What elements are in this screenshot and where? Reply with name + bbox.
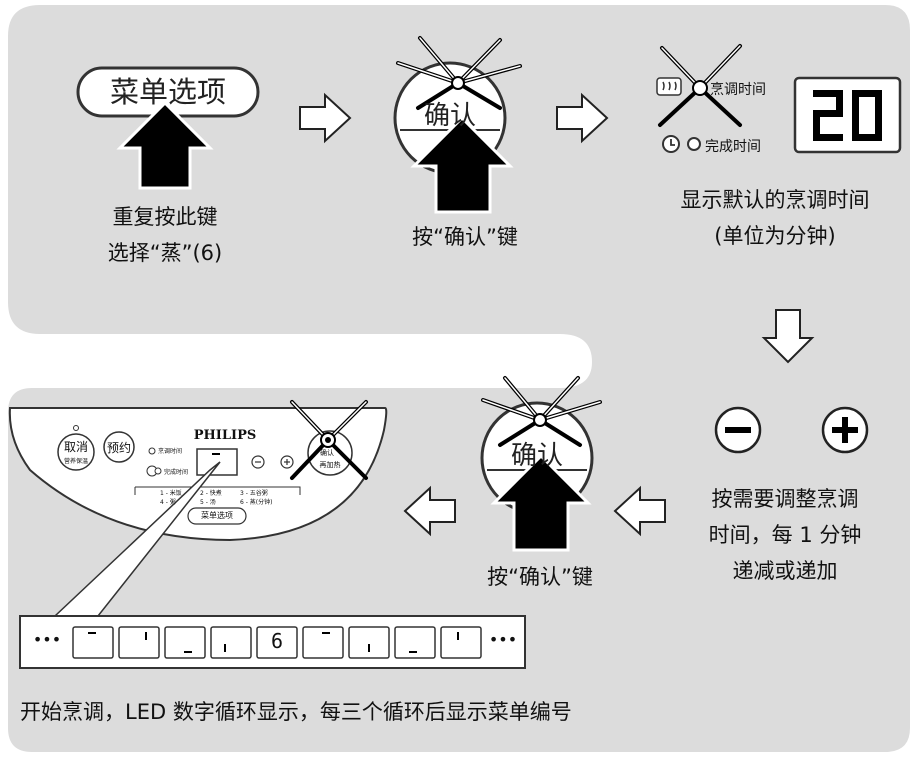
step3-caption-line2: (单位为分钟) <box>714 224 836 248</box>
right-arrow-icon <box>299 92 352 144</box>
menu-button-label: 菜单选项 <box>109 75 226 109</box>
background-panel <box>8 5 910 752</box>
step3-caption-line1: 显示默认的烹调时间 <box>680 188 870 212</box>
finish-time-label: 完成时间 <box>705 139 761 155</box>
strip-leading-dots: ••• <box>32 630 62 649</box>
strip-trailing-dots: ••• <box>488 630 518 649</box>
confirm-button-label: 确认 <box>423 101 476 131</box>
cook-time-indicator <box>656 44 742 127</box>
bottom-caption: 开始烹调，LED 数字循环显示，每三个循环后显示菜单编号 <box>20 700 572 724</box>
menu-item: 2 - 快煮 <box>200 490 222 497</box>
plus-button-icon <box>821 406 869 454</box>
step4-caption-line3: 递减或递加 <box>732 559 838 583</box>
panel-cook-time-label: 烹调时间 <box>158 448 183 455</box>
panel-reheat-label: 再加热 <box>319 461 341 469</box>
step1-caption-line1: 重复按此键 <box>112 205 218 229</box>
menu-item: 6 - 蒸(分钟) <box>240 499 273 506</box>
led-display <box>793 76 902 154</box>
step2-caption: 按“确认”键 <box>412 225 518 249</box>
right-arrow-icon <box>556 92 609 144</box>
clock-icon <box>662 135 701 153</box>
control-panel <box>8 400 388 542</box>
left-arrow-icon <box>403 485 456 537</box>
display-strip <box>19 615 526 669</box>
menu-item: 5 - 汤 <box>200 499 216 506</box>
panel-finish-time-label: 完成时间 <box>164 469 189 476</box>
menu-item: 3 - 五谷粥 <box>240 490 268 497</box>
minus-button-icon <box>714 406 762 454</box>
cancel-button-label: 取消 <box>63 440 88 454</box>
cancel-button-sublabel: 营养保温 <box>63 458 88 465</box>
press-arrow-icon <box>116 100 214 190</box>
down-arrow-icon <box>761 309 815 364</box>
step1-caption-line2: 选择“蒸”(6) <box>107 241 223 265</box>
step4-caption-line2: 时间，每 1 分钟 <box>708 523 862 547</box>
confirm-button-label: 确认 <box>510 441 563 471</box>
press-arrow-icon <box>490 453 592 552</box>
left-arrow-icon <box>613 485 666 537</box>
strip-digit: 6 <box>270 629 284 653</box>
press-arrow-icon <box>410 115 514 214</box>
menu-item: 4 - 粥 <box>160 499 176 506</box>
step5-caption: 按“确认”键 <box>487 565 593 589</box>
panel-confirm-label: 确认 <box>320 449 334 457</box>
menu-item: 1 - 米饭 <box>160 490 182 497</box>
panel-menu-button-label: 菜单选项 <box>201 511 233 520</box>
timer-button-label: 预约 <box>106 441 131 455</box>
step4-caption-line1: 按需要调整烹调 <box>711 487 859 511</box>
cook-time-label: 烹调时间 <box>710 82 766 98</box>
panel-brand: PHILIPS <box>193 428 257 443</box>
